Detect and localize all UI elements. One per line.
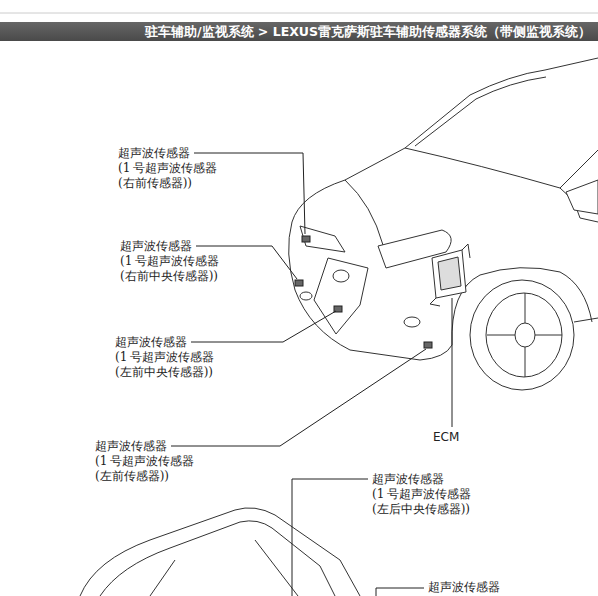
hood-edge <box>292 148 405 222</box>
ecm-bracket <box>430 244 470 306</box>
wheel-hub <box>515 323 535 347</box>
headlight-right <box>300 226 345 252</box>
front-car <box>289 58 598 390</box>
tire <box>470 280 574 390</box>
sensors <box>295 236 432 348</box>
leader-line <box>292 479 368 596</box>
callout-label: 超声波传感器 (1 号超声波传感器 (左前传感器)) <box>95 439 194 484</box>
spindle-grille <box>314 258 368 334</box>
rear-roof <box>80 508 360 596</box>
leader-lines <box>171 153 452 596</box>
callout-label: 超声波传感器 <box>428 580 500 595</box>
part-label: ECM <box>433 430 459 445</box>
fog-light <box>404 317 420 327</box>
ecm-unit <box>430 244 470 306</box>
rear-window <box>100 521 335 596</box>
wheel-spokes <box>487 293 562 377</box>
rear-car <box>80 508 360 596</box>
wheel-rim <box>486 293 562 377</box>
page-rule <box>0 13 598 14</box>
page-title: 驻车辅助/监视系统 > LEXUS雷克萨斯驻车辅助传感器系统（带侧监视系统） <box>0 22 598 41</box>
leader-line <box>191 311 336 342</box>
rear-lines <box>150 540 298 596</box>
front-bumper <box>289 222 452 360</box>
sensor <box>295 280 303 286</box>
sensor <box>302 236 310 242</box>
hood-crease <box>345 180 383 245</box>
rocker-line <box>574 318 598 322</box>
ecm-box <box>432 250 466 298</box>
side-mirror <box>566 180 598 214</box>
leader-line <box>376 588 424 596</box>
fog-light <box>300 292 312 300</box>
a-pillar-roof <box>405 58 598 148</box>
windshield-base <box>405 148 598 188</box>
leader-line <box>452 298 453 427</box>
windshield-inner <box>415 77 546 146</box>
ecm-face <box>438 257 461 290</box>
sensor <box>424 342 432 348</box>
header-bar: 驻车辅助/监视系统 > LEXUS雷克萨斯驻车辅助传感器系统（带侧监视系统） <box>0 22 598 41</box>
callout-label: 超声波传感器 (1 号超声波传感器 (右前传感器)) <box>118 146 217 191</box>
emblem <box>333 270 349 282</box>
callout-label: 超声波传感器 (1 号超声波传感器 (左前中央传感器)) <box>115 335 214 380</box>
callout-label: 超声波传感器 (1 号超声波传感器 (右前中央传感器)) <box>120 239 219 284</box>
callout-label: 超声波传感器 (1 号超声波传感器 (左后中央传感器)) <box>372 472 471 517</box>
